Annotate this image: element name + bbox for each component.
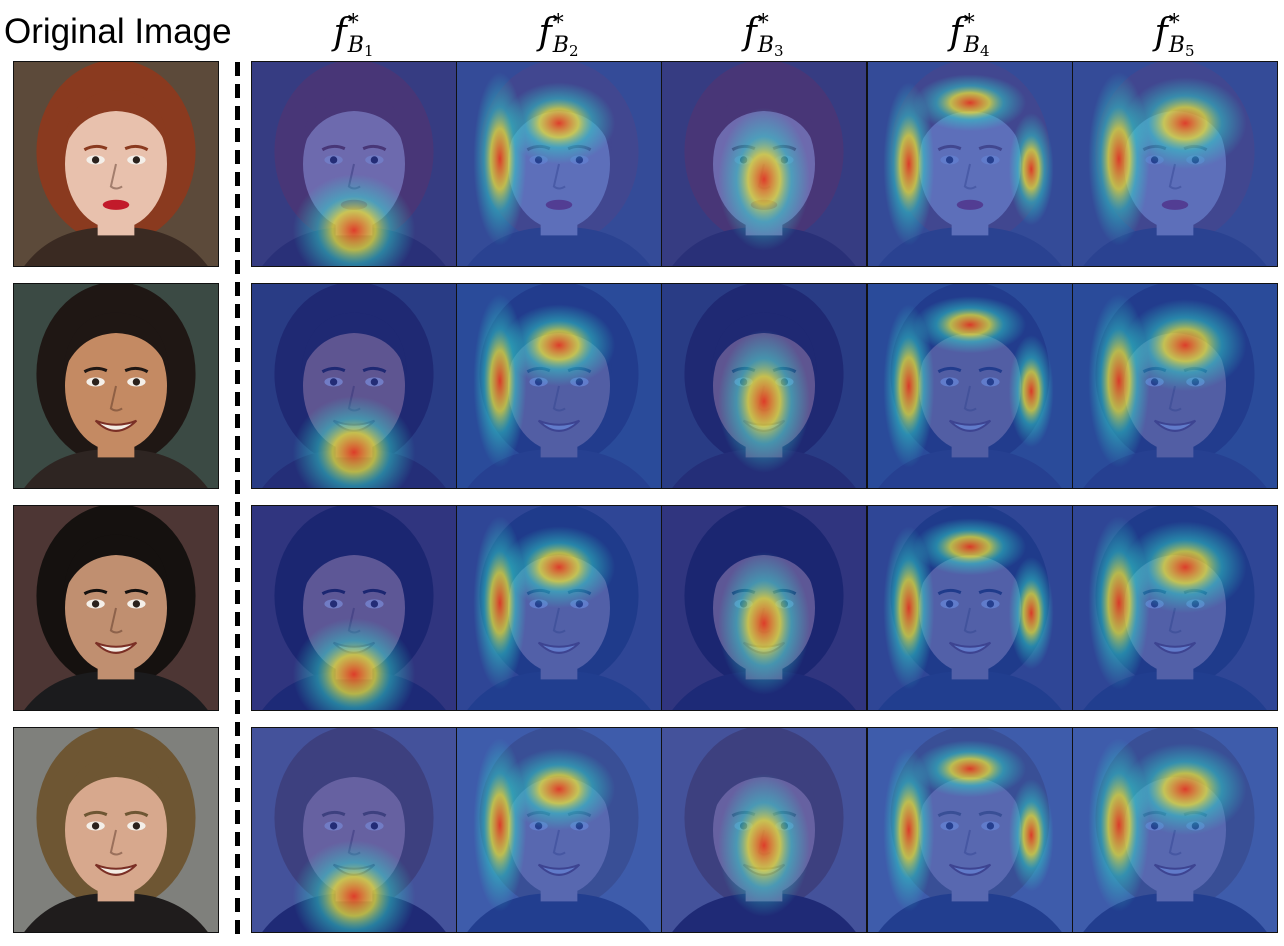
column-header-function-symbol: f [949, 12, 963, 53]
column-header-superscript: * [552, 11, 564, 36]
column-header-subscript-index: 2 [568, 42, 579, 60]
heatmap-row-3-col-1 [251, 505, 457, 711]
heatmap-hotspot [1124, 743, 1247, 836]
heatmap-row-4-col-2 [456, 727, 662, 933]
column-header-subscript-letter: B [552, 33, 569, 58]
heatmap-hotspot [913, 74, 1027, 132]
heatmap-row-2-col-1 [251, 283, 457, 489]
heatmap-hotspot [913, 740, 1027, 798]
heatmap-row-2-col-5 [1072, 283, 1278, 489]
column-header-function-symbol: f [743, 12, 757, 53]
heatmap-row-4-col-4 [867, 727, 1073, 933]
column-header-superscript: * [1168, 11, 1180, 36]
original-image-3 [13, 505, 219, 711]
heatmap-hotspot [718, 773, 810, 917]
column-header-subscript-letter: B [1168, 33, 1185, 58]
column-header-subscript: *B5 [1168, 11, 1195, 60]
heatmap-hotspot [1008, 113, 1054, 226]
column-header-function-symbol: f [333, 12, 347, 53]
original-image-header: Original Image [4, 12, 232, 51]
heatmap-hotspot [1124, 77, 1247, 170]
heatmap-row-3-col-4 [867, 505, 1073, 711]
heatmap-hotspot [718, 329, 810, 473]
face-portrait [14, 728, 218, 932]
face-portrait [14, 506, 218, 710]
heatmap-hotspot [292, 174, 416, 266]
face-portrait [14, 284, 218, 488]
heatmap-hotspot [1008, 335, 1054, 448]
column-header-superscript: * [347, 11, 359, 36]
heatmap-row-1-col-2 [456, 61, 662, 267]
original-image-4 [13, 727, 219, 933]
heatmap-row-2-col-3 [661, 283, 867, 489]
face-portrait [14, 62, 218, 266]
heatmap-row-3-col-3 [661, 505, 867, 711]
column-header-function-symbol: f [1154, 12, 1168, 53]
heatmap-hotspot [292, 840, 416, 932]
heatmap-hotspot [292, 618, 416, 710]
heatmap-hotspot [292, 396, 416, 488]
heatmap-row-4-col-1 [251, 727, 457, 933]
heatmap-row-4-col-5 [1072, 727, 1278, 933]
heatmap-hotspot [502, 82, 616, 164]
heatmap-hotspot [883, 526, 935, 690]
column-header-subscript-letter: B [347, 33, 364, 58]
column-header-subscript-index: 1 [363, 42, 374, 60]
column-header-5: f*B5 [1072, 6, 1277, 60]
heatmap-hotspot [502, 526, 616, 608]
column-header-subscript: *B3 [757, 11, 784, 60]
heatmap-row-2-col-4 [867, 283, 1073, 489]
heatmap-hotspot [502, 304, 616, 386]
column-header-3: f*B3 [661, 6, 866, 60]
heatmap-hotspot [883, 748, 935, 912]
column-header-superscript: * [757, 11, 769, 36]
heatmap-hotspot [502, 748, 616, 830]
heatmap-row-3-col-2 [456, 505, 662, 711]
column-header-subscript-letter: B [963, 33, 980, 58]
column-header-subscript: *B2 [552, 11, 579, 60]
original-image-1 [13, 61, 219, 267]
heatmap-row-1-col-4 [867, 61, 1073, 267]
column-header-subscript-index: 3 [773, 42, 784, 60]
column-header-2: f*B2 [456, 6, 661, 60]
heatmap-hotspot [718, 551, 810, 695]
heatmap-hotspot [883, 82, 935, 246]
dashed-divider [235, 62, 240, 936]
column-header-subscript-letter: B [757, 33, 774, 58]
column-header-subscript-index: 4 [979, 42, 990, 60]
heatmap-hotspot [1008, 779, 1054, 892]
column-header-subscript: *B4 [963, 11, 990, 60]
heatmap-hotspot [718, 107, 810, 251]
heatmap-row-4-col-3 [661, 727, 867, 933]
heatmap-hotspot [913, 296, 1027, 354]
heatmap-row-1-col-1 [251, 61, 457, 267]
heatmap-hotspot [1008, 557, 1054, 670]
heatmap-row-1-col-5 [1072, 61, 1278, 267]
column-header-1: f*B1 [251, 6, 456, 60]
heatmap-hotspot [883, 304, 935, 468]
column-header-function-symbol: f [538, 12, 552, 53]
heatmap-hotspot [1124, 299, 1247, 392]
heatmap-row-3-col-5 [1072, 505, 1278, 711]
column-header-superscript: * [963, 11, 975, 36]
column-header-subscript: *B1 [347, 11, 374, 60]
heatmap-hotspot [913, 518, 1027, 576]
column-header-subscript-index: 5 [1184, 42, 1195, 60]
original-image-2 [13, 283, 219, 489]
heatmap-row-1-col-3 [661, 61, 867, 267]
heatmap-hotspot [1124, 521, 1247, 614]
column-header-4: f*B4 [867, 6, 1072, 60]
heatmap-row-2-col-2 [456, 283, 662, 489]
